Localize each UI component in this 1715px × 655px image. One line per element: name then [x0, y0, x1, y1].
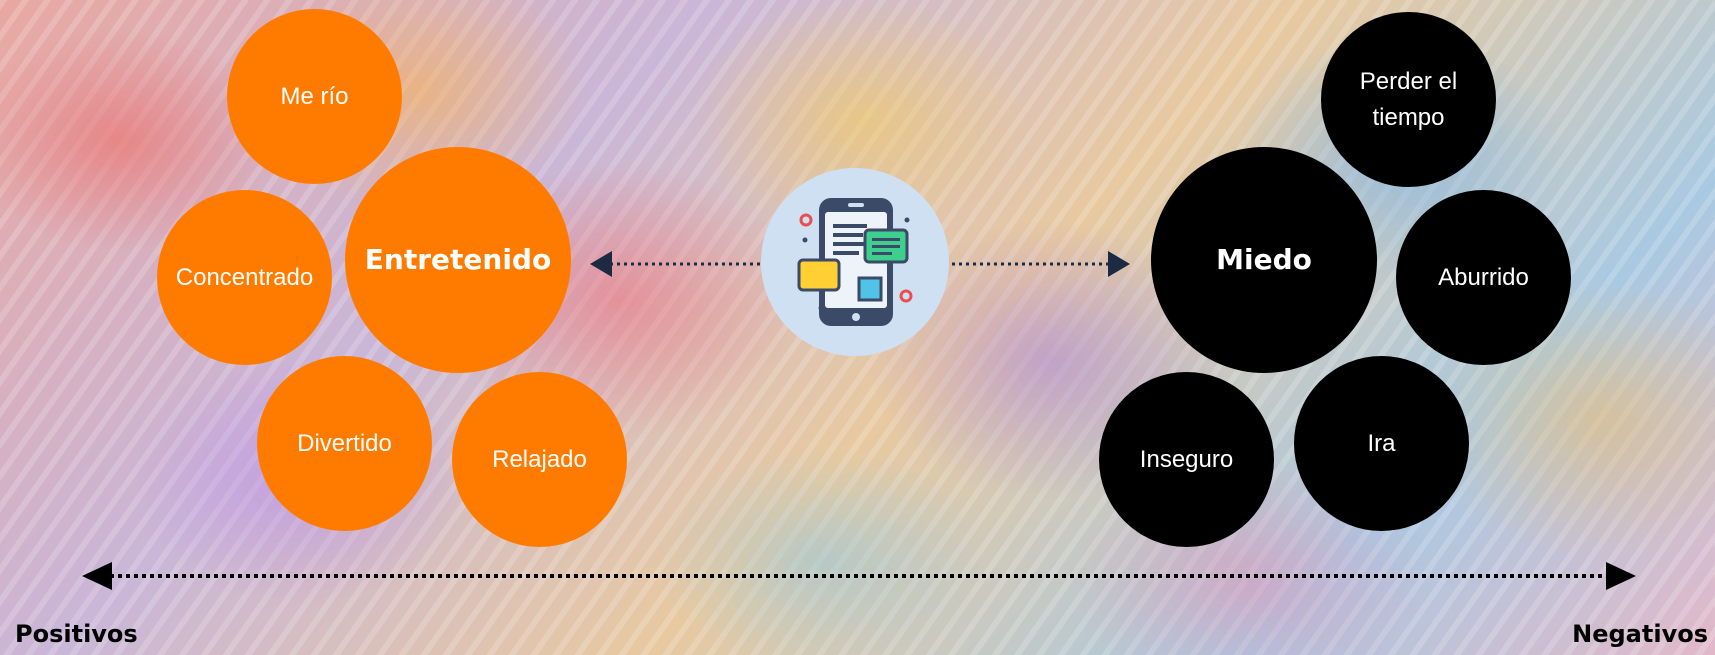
emotion-label: Inseguro [1139, 445, 1234, 473]
connector-left-arrowhead [590, 251, 612, 277]
emotion-perder-el-tiempo: Perder el tiempo [1321, 12, 1496, 187]
emotion-divertido: Divertido [257, 356, 432, 531]
emotion-me-rio: Me río [227, 9, 402, 184]
emotion-label: Miedo [1216, 243, 1312, 276]
emotion-label: Divertido [297, 429, 392, 457]
smartphone-chat-icon [761, 168, 949, 356]
emotion-label: Aburrido [1438, 263, 1529, 291]
emotion-relajado: Relajado [452, 372, 627, 547]
emotion-entretenido-main: Entretenido [345, 147, 571, 373]
connector-right-arrowhead [1108, 251, 1130, 277]
axis-label-negative: Negativos [1572, 620, 1708, 648]
emotion-label: Entretenido [364, 243, 552, 276]
emotion-ira: Ira [1294, 356, 1469, 531]
axis-left-arrowhead [82, 562, 112, 590]
axis-right-arrowhead [1606, 562, 1636, 590]
emotion-miedo-main: Miedo [1151, 147, 1377, 373]
emotion-label: Concentrado [175, 263, 314, 291]
emotion-label: Ira [1367, 429, 1396, 457]
axis-label-positive: Positivos [15, 620, 138, 648]
emotion-concentrado: Concentrado [157, 190, 332, 365]
emotion-label: Perder el tiempo [1359, 67, 1458, 131]
emotion-inseguro: Inseguro [1099, 372, 1274, 547]
emotion-aburrido: Aburrido [1396, 190, 1571, 365]
emotion-label: Me río [280, 82, 349, 110]
emotion-label: Relajado [492, 445, 587, 473]
